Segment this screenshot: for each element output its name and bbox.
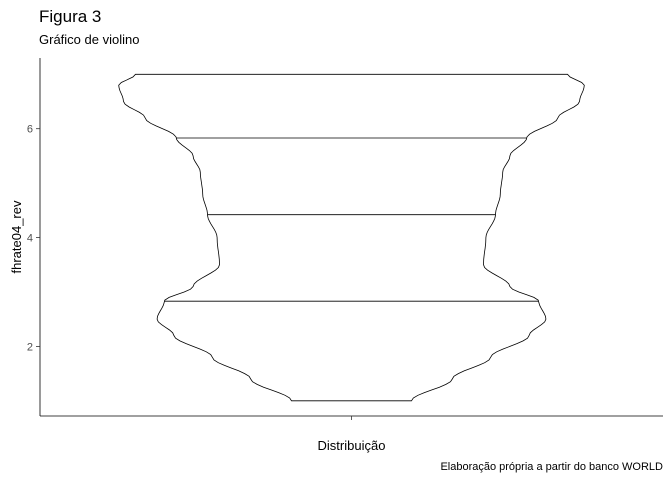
y-tick-label-6: 6 — [27, 124, 33, 136]
y-tick-label-4: 4 — [27, 233, 33, 245]
violin-shape — [118, 73, 585, 402]
chart-title: Figura 3 — [39, 7, 101, 26]
y-axis-title: fhrate04_rev — [9, 200, 24, 273]
y-tick-label-2: 2 — [27, 341, 33, 353]
chart-caption: Elaboração própria a partir do banco WOR… — [440, 461, 663, 473]
plot-area — [118, 73, 585, 402]
x-axis-title: Distribuição — [318, 438, 386, 453]
y-ticks: 2 4 6 — [27, 124, 40, 353]
chart-subtitle: Gráfico de violino — [39, 32, 139, 47]
quantile-lines — [164, 137, 539, 302]
